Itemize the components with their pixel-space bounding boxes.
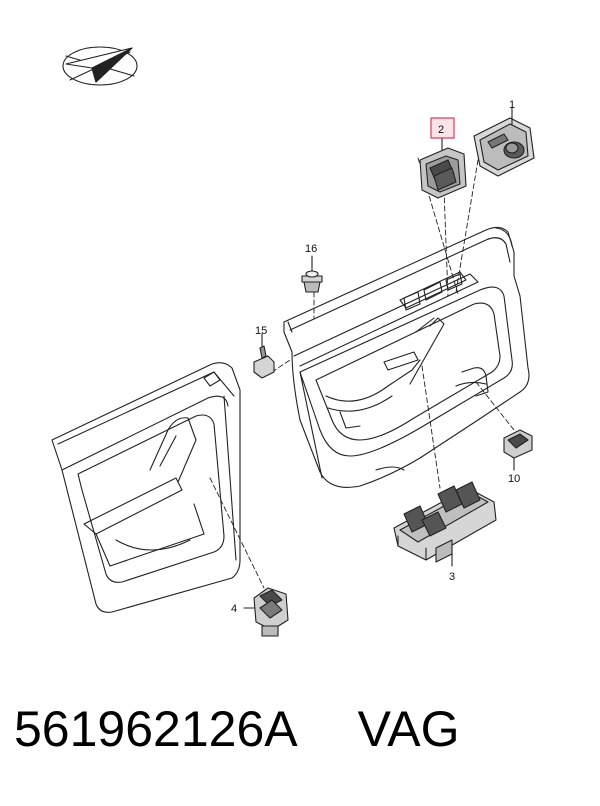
part-label: 1: [509, 99, 515, 111]
part-labels: 1 2 3 4 10 15 16: [231, 99, 520, 615]
part-label: 10: [508, 473, 520, 485]
part-number-footer: 561962126A VAG: [14, 700, 594, 780]
part-label: 2: [438, 124, 444, 136]
master-window-switch-part-3: [393, 481, 497, 567]
highlight-box-part-2: [430, 117, 455, 139]
part-label: 16: [305, 243, 317, 255]
mirror-switch-part-1: [473, 107, 535, 177]
trim-clip-part-15: [253, 333, 275, 379]
direction-arrow-icon: [62, 46, 138, 86]
window-switch-part-2: [419, 137, 467, 199]
switch-part-10: [503, 429, 533, 471]
part-label: 3: [449, 571, 455, 583]
part-label: 15: [255, 325, 267, 337]
exploded-parts-diagram: 1 2 3 4 10 15 16: [51, 46, 535, 637]
door-trim-panel-left: [51, 362, 241, 613]
brand-name: VAG: [357, 701, 460, 757]
door-shell: [283, 226, 530, 488]
window-switch-part-4: [243, 587, 289, 637]
part-label: 4: [231, 603, 237, 615]
part-number: 561962126A: [14, 701, 298, 757]
rivet-clip-part-16: [301, 255, 323, 293]
